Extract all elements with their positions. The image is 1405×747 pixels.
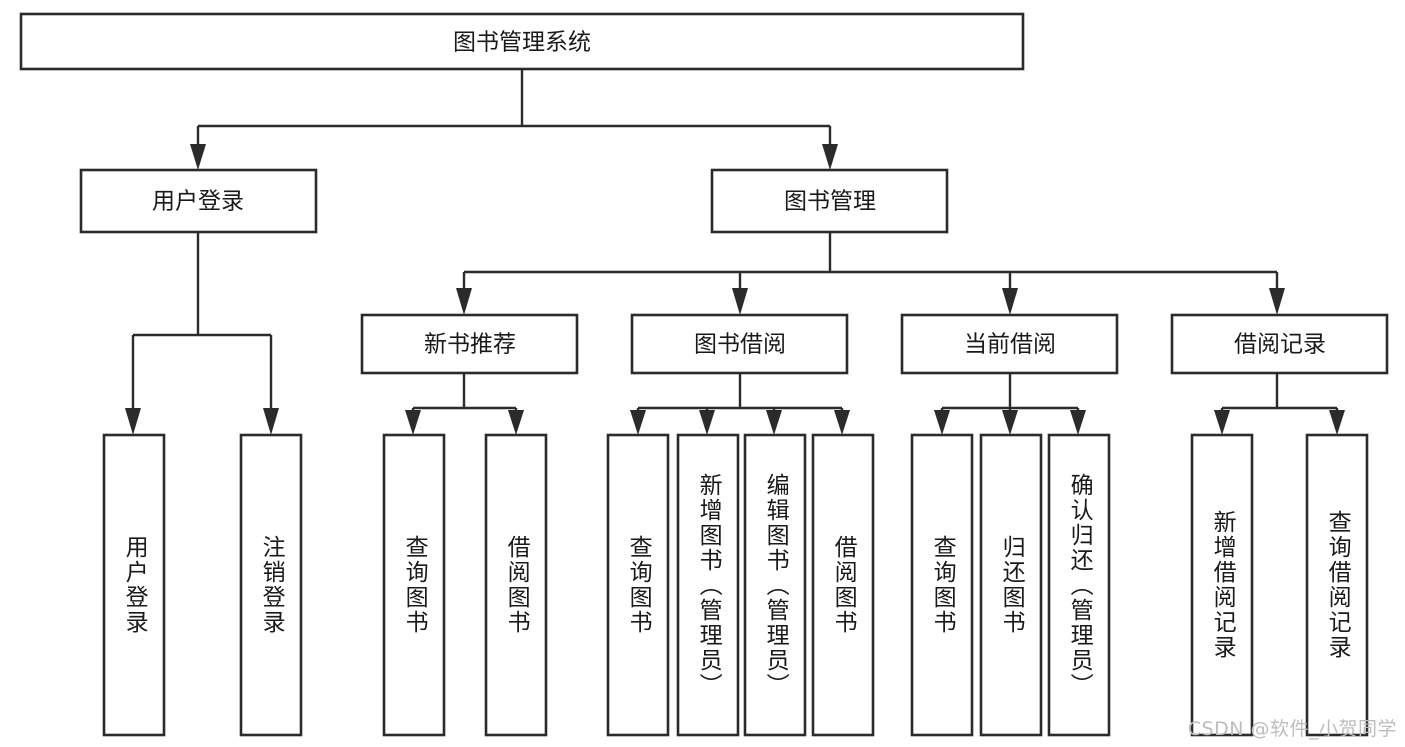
node-leaf-edit-book[interactable] — [743, 433, 807, 737]
arrow-to-book-manage — [822, 144, 838, 170]
arrow-to-leaf-borrow-book-2 — [834, 410, 850, 435]
arrow-to-borrow-record — [1269, 288, 1285, 315]
node-leaf-confirm-return[interactable] — [1047, 433, 1111, 737]
node-leaf-borrow-book-2[interactable] — [811, 433, 875, 737]
node-leaf-query-book-1[interactable] — [382, 433, 446, 737]
node-user-login-label: 用户登录 — [152, 189, 244, 215]
csdn-watermark: CSDN @软件_小贺同学 — [1187, 718, 1397, 740]
node-book-borrow-label: 图书借阅 — [694, 332, 786, 358]
node-borrow-record[interactable] — [1170, 313, 1389, 375]
nodes-layer: 图书管理系统 用户登录 图书管理 新书推荐 图书借阅 当前借阅 借阅记录 — [19, 12, 1389, 737]
node-leaf-add-book[interactable] — [676, 433, 740, 737]
node-leaf-borrow-book-1[interactable] — [484, 433, 548, 737]
arrow-to-leaf-query-book-1 — [405, 410, 421, 435]
node-root[interactable] — [19, 12, 1025, 71]
arrow-to-leaf-borrow-book-1 — [508, 410, 524, 435]
node-user-login[interactable] — [79, 168, 318, 234]
node-current-borrow-label: 当前借阅 — [964, 332, 1056, 358]
node-leaf-user-login[interactable] — [102, 433, 166, 737]
node-leaf-return-book[interactable] — [979, 433, 1043, 737]
arrow-to-leaf-add-record — [1214, 410, 1230, 435]
arrow-to-leaf-query-book-2 — [630, 410, 646, 435]
arrow-to-leaf-edit-book — [766, 410, 782, 435]
node-new-book-recommend[interactable] — [360, 313, 579, 375]
node-leaf-query-record[interactable] — [1305, 433, 1369, 737]
arrow-to-leaf-confirm-return — [1070, 410, 1086, 435]
node-leaf-query-book-3[interactable] — [910, 433, 974, 737]
node-borrow-record-label: 借阅记录 — [1234, 332, 1326, 358]
node-current-borrow[interactable] — [900, 313, 1119, 375]
node-book-manage[interactable] — [710, 168, 949, 234]
arrow-to-leaf-query-book-3 — [934, 410, 950, 435]
node-leaf-query-book-2[interactable] — [606, 433, 670, 737]
arrow-to-new-book-recommend — [456, 288, 472, 315]
arrow-to-user-login — [190, 144, 206, 170]
arrow-to-current-borrow — [1002, 288, 1018, 315]
arrow-to-leaf-logout — [263, 408, 279, 435]
arrow-to-leaf-user-login — [125, 408, 141, 435]
node-leaf-logout-login[interactable] — [239, 433, 303, 737]
edges-layer — [125, 69, 1345, 435]
node-book-borrow[interactable] — [630, 313, 849, 375]
arrow-to-book-borrow — [732, 288, 748, 315]
node-book-manage-label: 图书管理 — [784, 189, 876, 215]
node-root-label: 图书管理系统 — [453, 30, 591, 56]
arrow-to-leaf-return-book — [1002, 410, 1018, 435]
arrow-to-leaf-add-book — [699, 410, 715, 435]
node-new-book-recommend-label: 新书推荐 — [424, 332, 516, 358]
arrow-to-leaf-query-record — [1329, 410, 1345, 435]
node-leaf-add-record[interactable] — [1190, 433, 1254, 737]
